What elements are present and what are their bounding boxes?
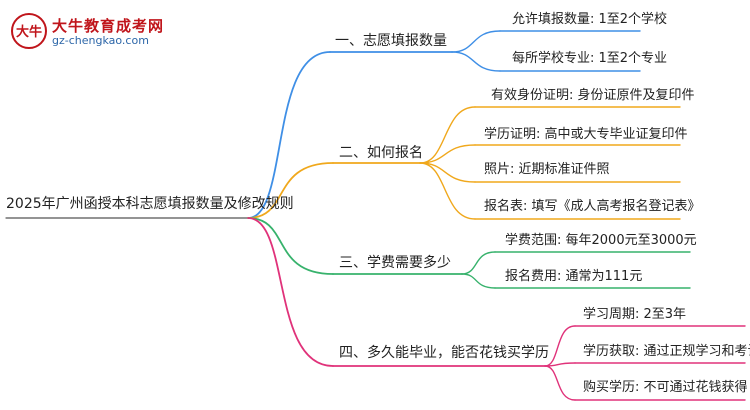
connector-branch-4-leaf-1 xyxy=(544,325,576,367)
leaf-application-form: 报名表: 填写《成人高考报名登记表》 xyxy=(484,199,701,214)
connector-branch-4-leaf-3 xyxy=(544,365,576,401)
branch-quota: 一、志愿填报数量 xyxy=(335,33,447,49)
connector-branch-1-leaf-2 xyxy=(451,51,501,72)
leaf-study-period: 学习周期: 2至3年 xyxy=(583,307,687,322)
connector-branch-3-leaf-2 xyxy=(461,273,496,289)
connector-branch-2-leaf-3 xyxy=(419,162,476,183)
connector-root-branch-4 xyxy=(247,217,334,367)
leaf-education-proof: 学历证明: 高中或大专毕业证复印件 xyxy=(484,127,688,142)
leaf-registration-fee: 报名费用: 通常为111元 xyxy=(505,269,643,284)
connector-root-branch-2 xyxy=(247,162,334,219)
connector-branch-2-leaf-4 xyxy=(419,162,476,220)
connector-branch-1-leaf-1 xyxy=(451,30,501,53)
leaf-degree-acquisition: 学历获取: 通过正规学习和考试 xyxy=(583,344,750,359)
logo-url: gz-chengkao.com xyxy=(52,34,149,47)
branch-how-to-apply: 二、如何报名 xyxy=(339,145,423,161)
leaf-tuition-range: 学费范围: 每年2000元至3000元 xyxy=(505,233,697,248)
logo-title: 大牛教育成考网 xyxy=(52,17,165,35)
logo-mark-icon: 大牛 xyxy=(11,13,47,49)
connector-branch-3-leaf-1 xyxy=(461,251,496,275)
leaf-quota-majors: 每所学校专业: 1至2个专业 xyxy=(512,51,668,66)
leaf-id-proof: 有效身份证明: 身份证原件及复印件 xyxy=(491,88,695,103)
branch-tuition: 三、学费需要多少 xyxy=(339,255,451,271)
connector-branch-2-leaf-1 xyxy=(419,106,476,164)
root-topic: 2025年广州函授本科志愿填报数量及修改规则 xyxy=(6,196,294,212)
connector-branch-2-leaf-2 xyxy=(419,144,476,164)
branch-graduation: 四、多久能毕业，能否花钱买学历 xyxy=(339,345,549,361)
connector-root-branch-1 xyxy=(247,51,331,219)
leaf-buying-degree: 购买学历: 不可通过花钱获得 xyxy=(583,380,748,395)
logo-mark-text: 大牛 xyxy=(16,24,42,40)
leaf-photo: 照片: 近期标准证件照 xyxy=(484,162,610,177)
site-logo: 大牛 大牛教育成考网 gz-chengkao.com xyxy=(10,12,210,50)
leaf-quota-schools: 允许填报数量: 1至2个学校 xyxy=(512,12,668,27)
connector-root-branch-3 xyxy=(247,217,334,275)
